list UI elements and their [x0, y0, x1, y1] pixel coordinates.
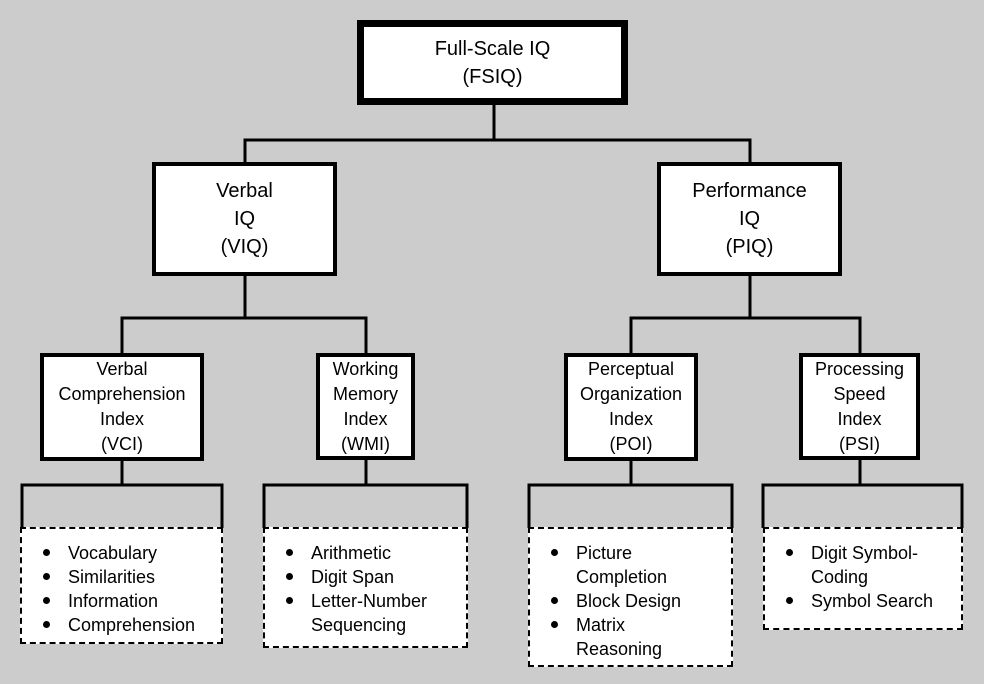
fsiq-label: Full-Scale IQ (FSIQ)	[434, 37, 551, 88]
bracket-wmi-subtests	[262, 459, 469, 528]
fsiq-box: Full-Scale IQ (FSIQ)	[357, 20, 628, 105]
poi-box: Perceptual Organization Index (POI)	[564, 353, 698, 461]
bracket-psi-subtests	[761, 459, 964, 528]
psi-subtests-box: Digit Symbol- Coding Symbol Search	[763, 527, 963, 630]
connector-fsiq-to-iq	[243, 104, 752, 163]
subtest-item: Vocabulary	[43, 541, 217, 565]
poi-label: Perceptual Organization Index (POI)	[579, 359, 683, 454]
subtest-item: Block Design	[551, 589, 727, 613]
bracket-vci-subtests	[20, 460, 224, 528]
vci-label: Verbal Comprehension Index (VCI)	[58, 359, 186, 454]
subtest-item: Matrix Reasoning	[551, 613, 727, 661]
vci-subtests-list: Vocabulary Similarities Information Comp…	[22, 529, 221, 637]
connector-piq-to-indexes	[629, 275, 862, 354]
viq-label: Verbal IQ (VIQ)	[216, 180, 273, 258]
wmi-label: Working Memory Index (WMI)	[332, 358, 399, 454]
psi-subtests-list: Digit Symbol- Coding Symbol Search	[765, 529, 961, 613]
vci-box: Verbal Comprehension Index (VCI)	[40, 353, 204, 461]
subtest-item: Picture Completion	[551, 541, 727, 589]
subtest-item: Letter-Number Sequencing	[286, 589, 462, 637]
psi-label: Processing Speed Index (PSI)	[814, 358, 905, 454]
subtest-item: Similarities	[43, 565, 217, 589]
vci-subtests-box: Vocabulary Similarities Information Comp…	[20, 527, 223, 644]
connector-viq-to-indexes	[120, 275, 368, 354]
poi-subtests-list: Picture Completion Block Design Matrix R…	[530, 529, 731, 661]
bracket-poi-subtests	[527, 460, 734, 528]
wmi-subtests-box: Arithmetic Digit Span Letter-Number Sequ…	[263, 527, 468, 648]
piq-label: Performance IQ (PIQ)	[692, 180, 807, 258]
viq-box: Verbal IQ (VIQ)	[152, 162, 337, 276]
subtest-item: Symbol Search	[786, 589, 957, 613]
subtest-item: Arithmetic	[286, 541, 462, 565]
subtest-item: Comprehension	[43, 613, 217, 637]
wmi-box: Working Memory Index (WMI)	[316, 353, 415, 460]
subtest-item: Digit Span	[286, 565, 462, 589]
poi-subtests-box: Picture Completion Block Design Matrix R…	[528, 527, 733, 667]
psi-box: Processing Speed Index (PSI)	[799, 353, 920, 460]
wmi-subtests-list: Arithmetic Digit Span Letter-Number Sequ…	[265, 529, 466, 637]
subtest-item: Information	[43, 589, 217, 613]
piq-box: Performance IQ (PIQ)	[657, 162, 842, 276]
subtest-item: Digit Symbol- Coding	[786, 541, 957, 589]
